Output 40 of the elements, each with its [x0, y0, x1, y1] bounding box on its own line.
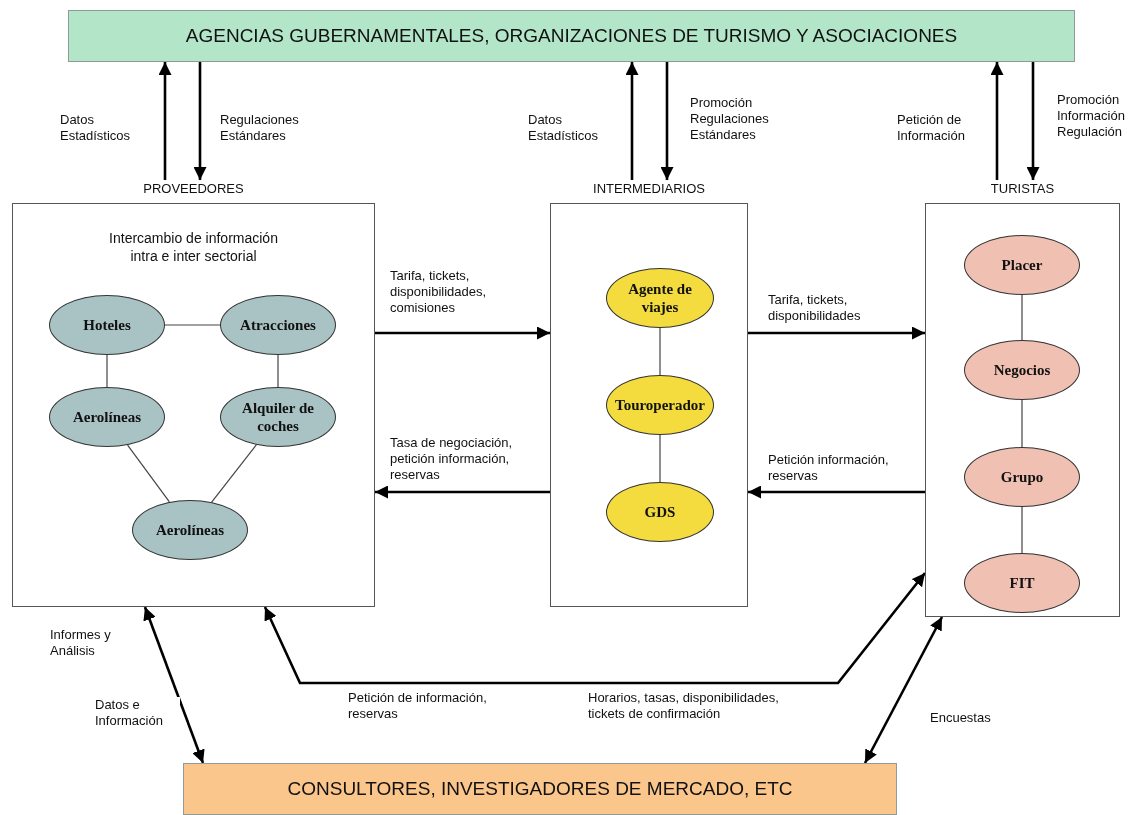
arrow: [263, 572, 926, 685]
connector-line: [659, 327, 661, 376]
group-heading: PROVEEDORES: [142, 180, 245, 198]
arrow: [660, 62, 674, 180]
group-heading: INTERMEDIARIOS: [592, 180, 706, 198]
arrow: [1026, 62, 1040, 180]
connector-line: [106, 354, 108, 388]
category-ellipse: Aerolíneas: [132, 500, 248, 560]
arrow: [748, 485, 925, 499]
category-ellipse: Negocios: [964, 340, 1080, 400]
category-ellipse: Aerolíneas: [49, 387, 165, 447]
arrow: [193, 62, 207, 180]
arrow: [143, 606, 205, 764]
connector-line: [1021, 399, 1023, 448]
category-ellipse: Placer: [964, 235, 1080, 295]
connector-line: [164, 324, 221, 326]
category-ellipse: Atracciones: [220, 295, 336, 355]
category-ellipse: Hoteles: [49, 295, 165, 355]
connector-line: [1021, 294, 1023, 341]
arrow: [625, 62, 639, 180]
arrow: [375, 485, 550, 499]
category-ellipse: Alquiler de coches: [220, 387, 336, 447]
arrow: [990, 62, 1004, 180]
group-description: Intercambio de información intra e inter sectorial: [108, 229, 279, 265]
arrow: [158, 62, 172, 180]
connector-line: [211, 444, 257, 503]
group-heading: TURISTAS: [989, 180, 1056, 198]
arrow: [375, 326, 550, 340]
connector-line: [1021, 506, 1023, 554]
banner-box: CONSULTORES, INVESTIGADORES DE MERCADO, ETC: [183, 763, 897, 815]
connector-line: [659, 434, 661, 483]
connector-line: [277, 354, 279, 388]
category-ellipse: GDS: [606, 482, 714, 542]
category-ellipse: Touroperador: [606, 375, 714, 435]
category-ellipse: FIT: [964, 553, 1080, 613]
arrow: [863, 616, 944, 764]
category-ellipse: Grupo: [964, 447, 1080, 507]
banner-box: AGENCIAS GUBERNAMENTALES, ORGANIZACIONES DE TURISMO Y ASOCIACIONES: [68, 10, 1075, 62]
arrow: [748, 326, 925, 340]
category-ellipse: Agente de viajes: [606, 268, 714, 328]
